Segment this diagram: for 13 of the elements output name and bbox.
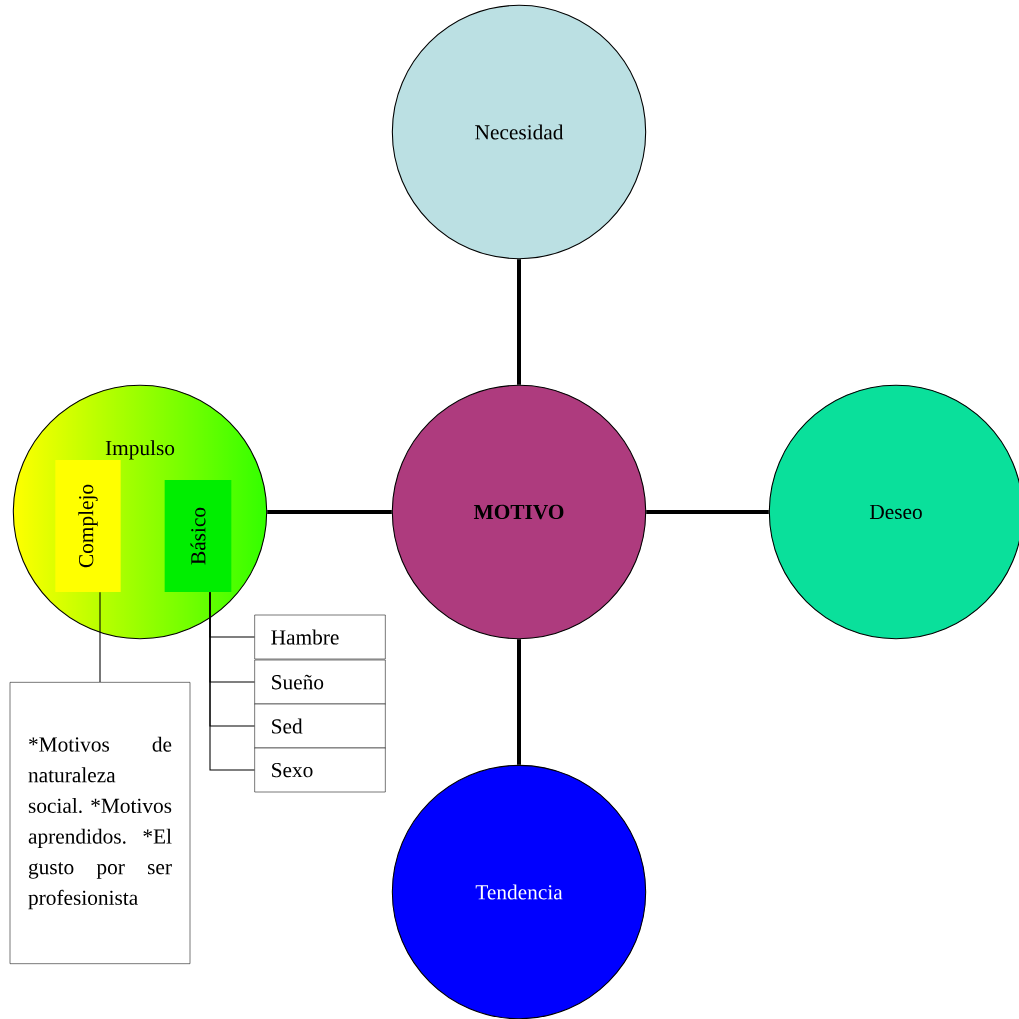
label-box: Básico xyxy=(164,480,232,592)
connector-line xyxy=(267,510,392,514)
connector-line xyxy=(517,259,521,385)
connector-line xyxy=(517,639,521,765)
text-box: *Motivos de naturaleza social. *Motivos aprendidos. *El gusto por ser profesionista xyxy=(9,682,191,964)
list-box: Sed xyxy=(254,703,386,749)
list-box: Sexo xyxy=(254,747,386,793)
connector-line xyxy=(99,591,101,683)
connector-line xyxy=(646,510,769,514)
label-box: Complejo xyxy=(55,460,121,592)
connector-line xyxy=(209,591,255,771)
list-box: Sueño xyxy=(254,659,386,705)
list-box: Hambre xyxy=(254,614,386,660)
